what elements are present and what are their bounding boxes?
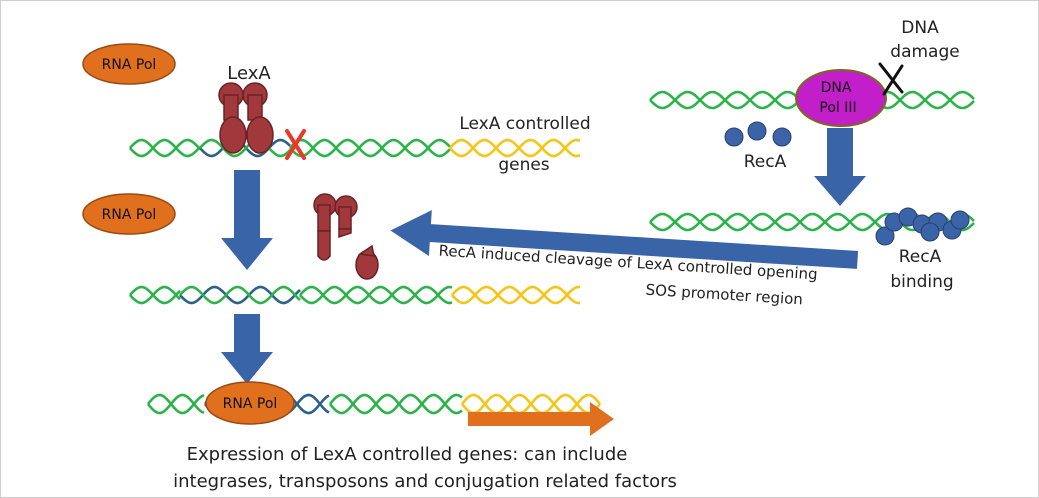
- rna-pol-1-label: RNA Pol: [102, 57, 157, 73]
- lexa-controlled-genes-label-line2: genes: [498, 155, 549, 175]
- dna-row2-genes-strand-1: [451, 285, 581, 305]
- lexa-label: LexA: [227, 63, 271, 84]
- cleavage-label-line2: SOS promoter region: [645, 281, 803, 309]
- dna-row3-mid-strand-2: [329, 393, 463, 415]
- dna-row3-left-strand-2: [147, 393, 205, 415]
- rna-pol-2-label: RNA Pol: [102, 207, 157, 223]
- dna-row1-genes-strand-2: [449, 138, 581, 158]
- rna-pol-1: RNA Pol: [82, 43, 176, 85]
- dna-row1-mid-strand-2: [289, 138, 451, 158]
- lexa-controlled-genes-label-line1: LexA controlled: [459, 114, 590, 134]
- dna-row2-genes-strand-2: [451, 285, 581, 305]
- dna-row2-left-strand-1: [129, 285, 181, 305]
- dna-damage-label-line2: damage: [890, 42, 959, 62]
- reca-binding-label-line1: RecA: [899, 247, 942, 267]
- dna-pol-iii: DNA Pol III: [795, 69, 887, 127]
- down-arrow-1: [221, 170, 273, 270]
- expression-label-line1: Expression of LexA controlled genes: can…: [187, 444, 628, 465]
- expression-label-line2: integrases, transposons and conjugation …: [173, 471, 677, 492]
- reca-free: [724, 121, 792, 147]
- dna-row3-genes-strand-2: [461, 393, 601, 415]
- down-arrow-3: [814, 128, 866, 206]
- dna-row1-left-strand-1: [129, 138, 201, 158]
- dna-damage-label-line1: DNA: [901, 18, 939, 38]
- dna-row2-mid-strand-2: [299, 285, 453, 305]
- reca-label: RecA: [744, 152, 787, 172]
- dna-row1-genes-strand-1: [449, 138, 581, 158]
- dna-row3-mid-strand-1: [329, 393, 463, 415]
- rna-pol-3-label: RNA Pol: [223, 396, 278, 412]
- dna-pol-iii-label-line2: Pol III: [819, 100, 856, 116]
- dna-row2-operator-strand-2: [179, 285, 301, 305]
- dna-row1-operator-strand-1: [199, 138, 291, 158]
- dna-pol-iii-label-line1: DNA: [821, 80, 852, 96]
- lexa-cleaved: [313, 193, 379, 280]
- expression-arrow: [468, 402, 614, 436]
- down-arrow-2: [221, 314, 273, 384]
- dna-row2-operator-strand-1: [179, 285, 301, 305]
- rna-pol-3: RNA Pol: [205, 381, 295, 425]
- lexa-dimer-bound: [218, 82, 274, 154]
- dna-row2-mid-strand-1: [299, 285, 453, 305]
- dna-row2-left-strand-2: [129, 285, 181, 305]
- dna-layer: [129, 90, 975, 415]
- dna-row1-operator-strand-2: [199, 138, 291, 158]
- blocked-x-mark: [285, 129, 306, 160]
- reca-bound-cluster: [875, 207, 970, 246]
- dna-row1-left-strand-2: [129, 138, 201, 158]
- damage-x-mark: [878, 62, 904, 96]
- dna-row1-mid-strand-1: [289, 138, 451, 158]
- reca-binding-label-line2: binding: [890, 272, 953, 292]
- rna-pol-2: RNA Pol: [82, 193, 176, 235]
- cleavage-arrow: [390, 210, 859, 269]
